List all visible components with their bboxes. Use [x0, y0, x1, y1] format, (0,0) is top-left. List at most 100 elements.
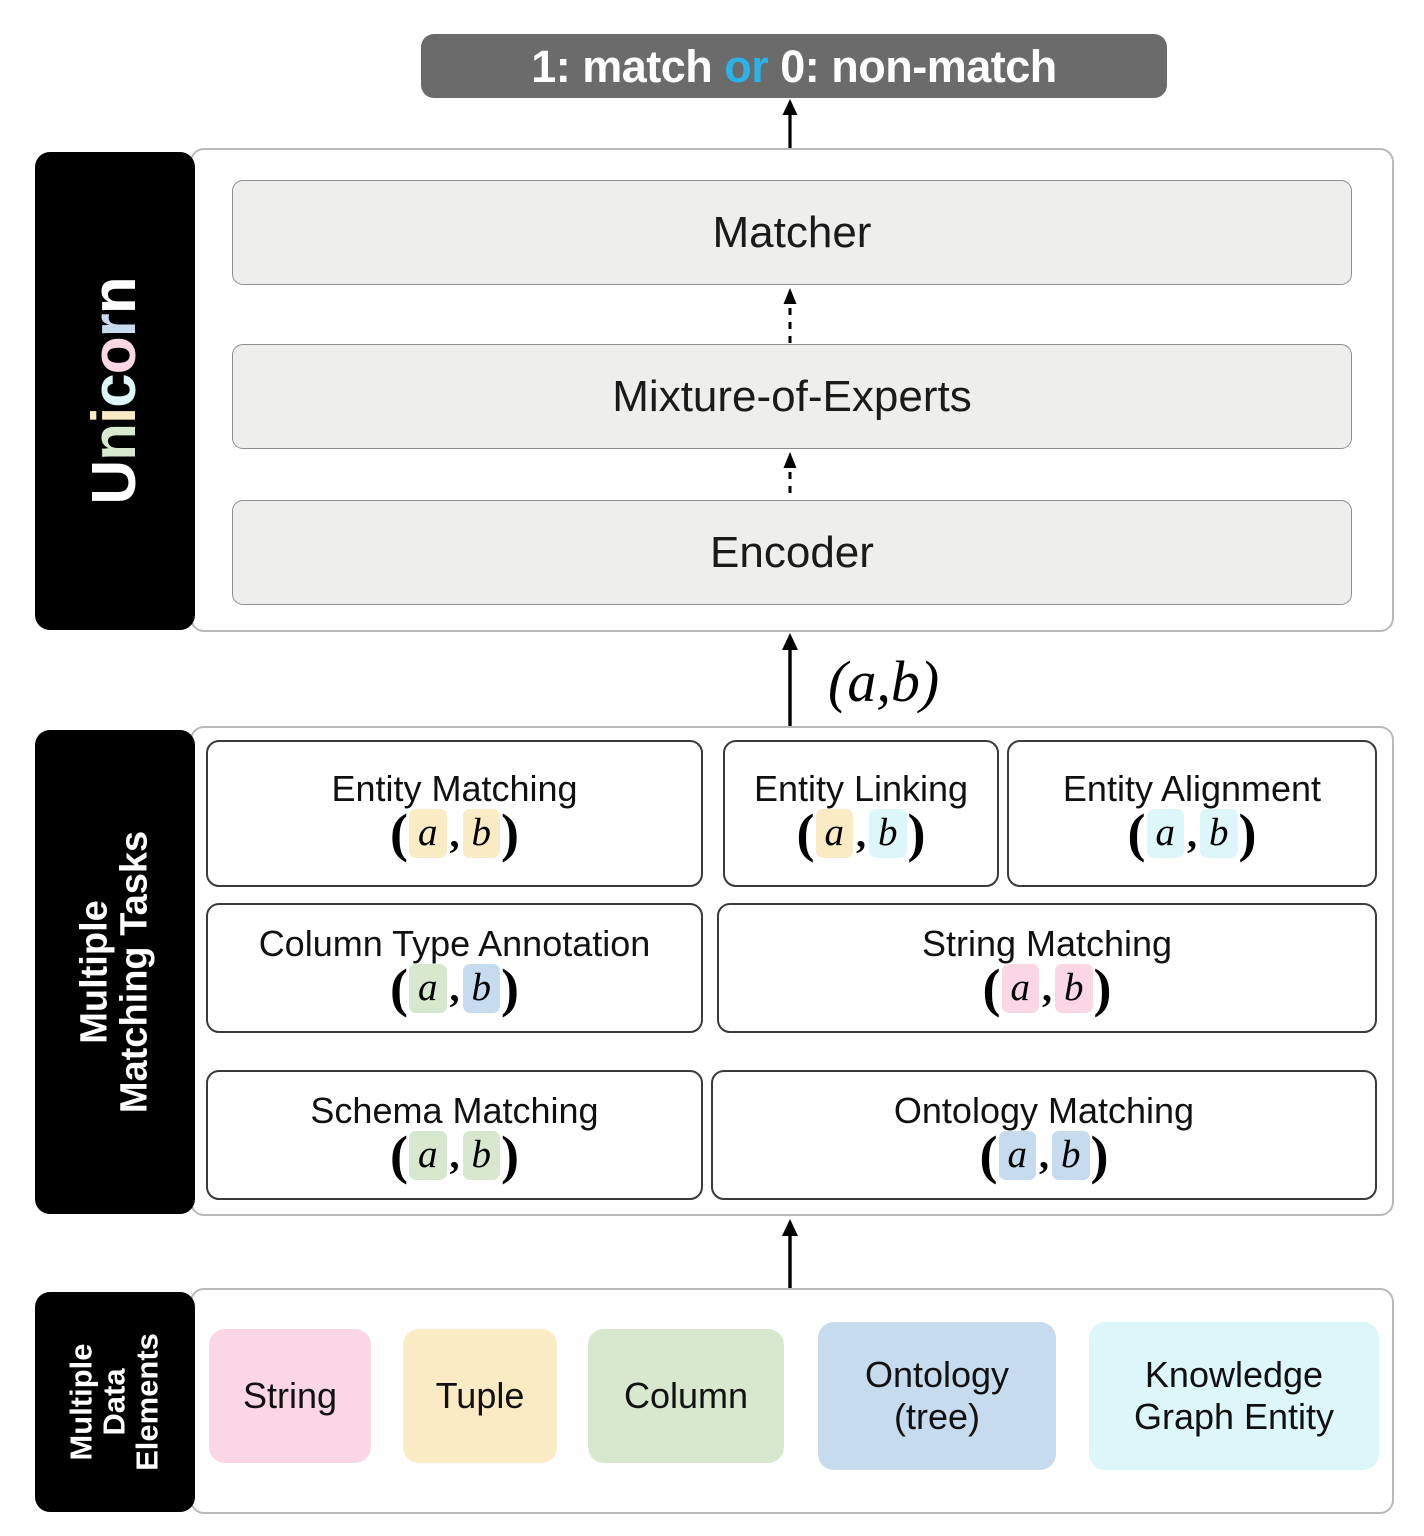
encoder-label: Encoder [710, 527, 874, 577]
close-paren: ) [1238, 803, 1257, 864]
close-paren: ) [501, 803, 519, 864]
task-var-b: b [462, 1130, 500, 1180]
chip-ontology-label: Ontology (tree) [864, 1353, 1010, 1437]
output-or-text: or [724, 40, 769, 92]
task-pair-entity-alignment: ( a , b ) [1127, 803, 1257, 864]
chip-tuple-label: Tuple [435, 1374, 525, 1416]
chip-string[interactable]: String [209, 1329, 371, 1463]
arrow-unicorn-to-output [782, 99, 798, 154]
task-var-a: a [409, 809, 447, 859]
arrow-tasks-to-unicorn [782, 633, 798, 729]
output-label-banner: 1: match or 0: non-match [421, 34, 1167, 98]
task-title-schema-matching: Schema Matching [310, 1089, 599, 1131]
unicorn-letter-3: c [80, 374, 150, 408]
task-var-b: b [1200, 809, 1238, 859]
close-paren: ) [1093, 957, 1112, 1018]
unicorn-title: Unicorn [80, 277, 150, 505]
task-var-a: a [409, 1130, 447, 1180]
pair-comma: , [449, 810, 460, 856]
unicorn-letter-4: o [80, 337, 150, 375]
task-pair-string-matching: ( a , b ) [982, 957, 1112, 1018]
arrow-moe-to-matcher [783, 288, 797, 343]
task-var-b: b [1052, 1130, 1090, 1180]
task-card-entity-alignment[interactable]: Entity Alignment ( a , b ) [1007, 740, 1377, 887]
task-pair-entity-linking: ( a , b ) [796, 803, 926, 864]
task-card-entity-matching[interactable]: Entity Matching ( a , b ) [206, 740, 703, 887]
matcher-box[interactable]: Matcher [232, 180, 1352, 285]
open-paren: ( [390, 803, 408, 864]
output-prefix-text: 1: match [531, 40, 725, 92]
task-pair-column-type-annotation: ( a , b ) [390, 957, 519, 1018]
mixture-of-experts-box[interactable]: Mixture-of-Experts [232, 344, 1352, 449]
output-suffix-text: 0: non-match [768, 40, 1057, 92]
task-pair-entity-matching: ( a , b ) [390, 803, 519, 864]
matching-tasks-title-line-2: Matching Tasks [114, 830, 156, 1114]
unicorn-letter-6: n [80, 277, 150, 315]
pair-comma: , [1042, 965, 1052, 1011]
arrow-elements-to-tasks [782, 1219, 798, 1299]
open-paren: ( [1127, 803, 1146, 864]
mixture-of-experts-label: Mixture-of-Experts [612, 371, 972, 421]
task-title-entity-alignment: Entity Alignment [1062, 768, 1322, 810]
close-paren: ) [907, 803, 926, 864]
chip-column-label: Column [623, 1374, 749, 1416]
task-card-column-type-annotation[interactable]: Column Type Annotation ( a , b ) [206, 903, 703, 1033]
task-var-a: a [1001, 963, 1039, 1013]
pair-comma: , [449, 965, 460, 1011]
data-elements-tab-label: Multiple Data Elements [35, 1292, 195, 1512]
matcher-label: Matcher [712, 207, 872, 257]
unicorn-letter-0: U [80, 460, 150, 505]
data-elements-title-line-2: Data [96, 1368, 132, 1436]
matching-tasks-title-line-1: Multiple [73, 900, 116, 1044]
matching-tasks-tab-label: Multiple Matching Tasks [35, 730, 195, 1214]
open-paren: ( [796, 803, 815, 864]
pair-comma: , [1187, 810, 1197, 856]
task-var-a: a [1146, 809, 1184, 859]
task-title-entity-matching: Entity Matching [331, 768, 578, 810]
chip-kg-entity[interactable]: Knowledge Graph Entity [1089, 1322, 1379, 1470]
chip-kg-entity-label: Knowledge Graph Entity [1133, 1353, 1335, 1437]
task-title-entity-linking: Entity Linking [753, 768, 969, 810]
task-var-b: b [1055, 963, 1093, 1013]
task-var-b: b [462, 963, 500, 1013]
pair-edge-label-text: (a,b) [828, 649, 940, 714]
task-var-a: a [409, 963, 447, 1013]
data-elements-title-line-1: Multiple [63, 1343, 99, 1461]
pair-edge-label: (a,b) [828, 648, 939, 715]
chip-tuple[interactable]: Tuple [403, 1329, 557, 1463]
data-elements-title: Multiple Data Elements [63, 1333, 165, 1471]
chip-ontology[interactable]: Ontology (tree) [818, 1322, 1056, 1470]
pair-comma: , [856, 810, 866, 856]
open-paren: ( [979, 1124, 998, 1185]
pair-comma: , [449, 1132, 460, 1178]
task-title-string-matching: String Matching [921, 922, 1173, 964]
task-var-b: b [462, 809, 500, 859]
close-paren: ) [501, 1124, 519, 1185]
task-var-b: b [869, 809, 907, 859]
open-paren: ( [390, 1124, 408, 1185]
chip-column[interactable]: Column [588, 1329, 784, 1463]
task-title-ontology-matching: Ontology Matching [893, 1089, 1195, 1131]
encoder-box[interactable]: Encoder [232, 500, 1352, 605]
task-title-column-type-annotation: Column Type Annotation [258, 922, 651, 964]
matching-tasks-title: Multiple Matching Tasks [73, 830, 156, 1114]
pair-comma: , [1039, 1132, 1049, 1178]
close-paren: ) [1090, 1124, 1109, 1185]
open-paren: ( [390, 957, 408, 1018]
task-var-a: a [998, 1130, 1036, 1180]
open-paren: ( [982, 957, 1001, 1018]
unicorn-letter-2: i [80, 407, 150, 424]
close-paren: ) [501, 957, 519, 1018]
unicorn-tab-label: Unicorn [35, 152, 195, 630]
task-card-entity-linking[interactable]: Entity Linking ( a , b ) [723, 740, 999, 887]
arrow-encoder-to-moe [783, 452, 797, 507]
task-var-a: a [815, 809, 853, 859]
data-elements-title-line-3: Elements [129, 1333, 165, 1471]
task-card-ontology-matching[interactable]: Ontology Matching ( a , b ) [711, 1070, 1377, 1200]
task-card-schema-matching[interactable]: Schema Matching ( a , b ) [206, 1070, 703, 1200]
unicorn-letter-5: r [80, 314, 150, 338]
task-pair-ontology-matching: ( a , b ) [979, 1124, 1109, 1185]
task-card-string-matching[interactable]: String Matching ( a , b ) [717, 903, 1377, 1033]
chip-string-label: String [242, 1374, 338, 1416]
unicorn-letter-1: n [80, 423, 150, 461]
